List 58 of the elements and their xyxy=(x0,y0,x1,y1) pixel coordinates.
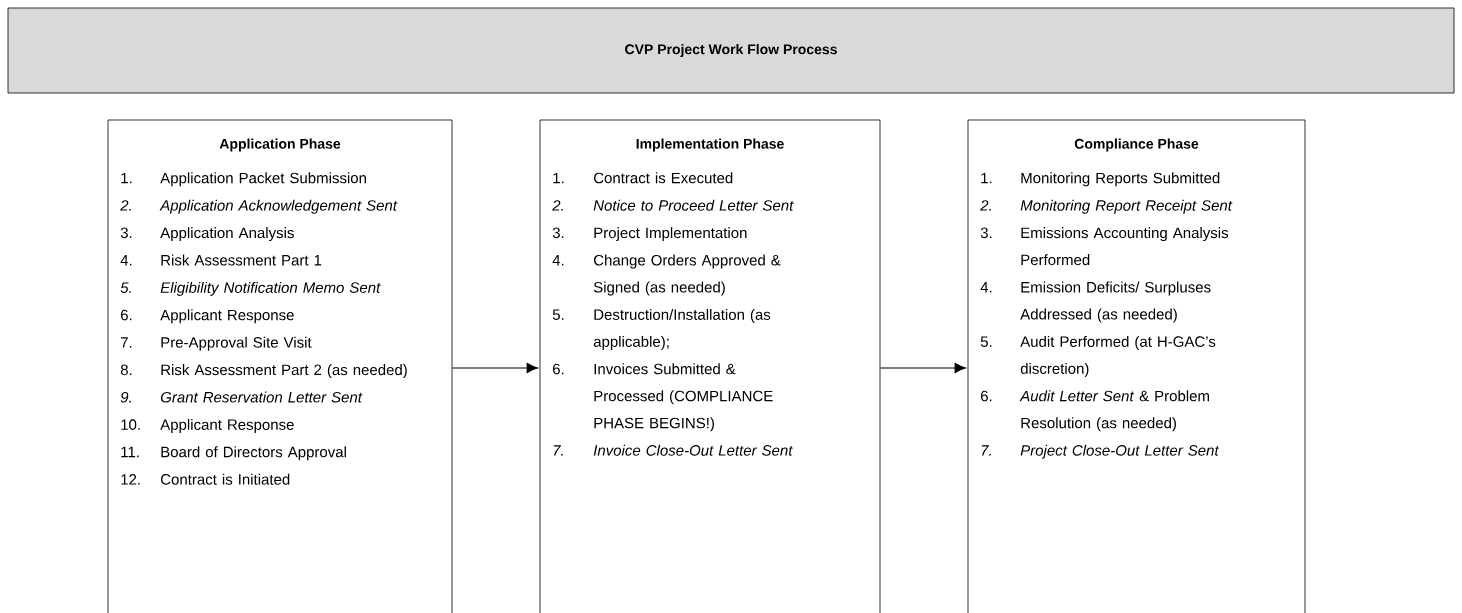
item-number: 12. xyxy=(121,474,140,485)
item-number: 3. xyxy=(552,227,564,239)
list-item: Project Close-Out Letter Sent xyxy=(1020,444,1220,459)
phase-heading: Application Phase xyxy=(219,138,341,152)
item-number: 2. xyxy=(980,200,991,211)
list-item: Project Implementation xyxy=(594,227,747,242)
list-item: Contract is Executed xyxy=(594,172,733,184)
item-number: 7. xyxy=(981,445,991,456)
item-number: 8. xyxy=(120,364,132,376)
list-item: Application Packet Submission xyxy=(160,172,366,187)
item-number: 5. xyxy=(120,282,131,293)
item-number: 4. xyxy=(120,255,132,266)
title-box: CVP Project Work Flow Process xyxy=(7,7,1455,94)
list-item: Audit Performed (at H-GAC’s discretion) xyxy=(1020,335,1216,377)
item-number: 4. xyxy=(980,282,992,293)
list-item: Application Acknowledgement Sent xyxy=(159,199,398,214)
list-item: Monitoring Reports Submitted xyxy=(1021,172,1220,187)
item-number: 3. xyxy=(120,227,132,239)
list-item: Change Orders Approved & Signed (as needed) xyxy=(593,254,781,296)
list-item: Eligibility Notification Memo Sent xyxy=(160,281,381,296)
list-item: Board of Directors Approval xyxy=(161,446,346,461)
list-item: Applicant Response xyxy=(160,309,294,324)
item-number: 11. xyxy=(121,446,139,458)
list-item: Invoice Close-Out Letter Sent xyxy=(593,444,793,456)
list-item: Applicant Response xyxy=(160,418,294,433)
item-number: 7. xyxy=(553,445,563,456)
item-number: 1. xyxy=(121,172,132,184)
list-item: Risk Assessment Part 1 xyxy=(161,254,322,266)
list-item: Destruction/Installation (as applicable); xyxy=(593,308,771,350)
item-number: 4. xyxy=(552,255,564,266)
item-number: 6. xyxy=(553,363,564,375)
list-item: Emission Deficits/ Surpluses Addressed (as needed) xyxy=(1020,281,1211,323)
arrow xyxy=(879,363,966,373)
item-number: 7. xyxy=(121,337,132,348)
item-number: 10. xyxy=(121,419,140,430)
list-item: Invoices Submitted & Processed (COMPLIANCE PHASE BEGINS!) xyxy=(594,363,773,432)
list-item: Pre-Approval Site Visit xyxy=(161,336,312,351)
item-number: 1. xyxy=(981,172,992,184)
item-number: 5. xyxy=(552,309,564,320)
item-number: 6. xyxy=(121,309,132,321)
list-item: Contract is Initiated xyxy=(161,473,290,485)
item-number: 2. xyxy=(120,200,131,211)
item-number: 2. xyxy=(552,200,563,211)
item-number: 6. xyxy=(980,390,992,402)
arrow xyxy=(451,363,538,373)
list-item: Audit Letter Sent & Problem Resolution (as needed) xyxy=(1019,390,1209,432)
item-number: 1. xyxy=(553,172,564,184)
list-item: Emissions Accounting Analysis Performed xyxy=(1021,227,1229,266)
list-item: Grant Reservation Letter Sent xyxy=(160,391,363,403)
item-number: 9. xyxy=(120,391,131,403)
item-number: 5. xyxy=(980,336,992,347)
phase-heading: Compliance Phase xyxy=(1074,138,1199,152)
item-number: 3. xyxy=(980,227,992,239)
list-item: Monitoring Report Receipt Sent xyxy=(1020,199,1233,214)
list-item: Notice to Proceed Letter Sent xyxy=(593,199,794,211)
phase-heading: Implementation Phase xyxy=(636,138,784,152)
list-item: Risk Assessment Part 2 (as needed) xyxy=(161,364,407,379)
list-item: Application Analysis xyxy=(160,227,294,242)
